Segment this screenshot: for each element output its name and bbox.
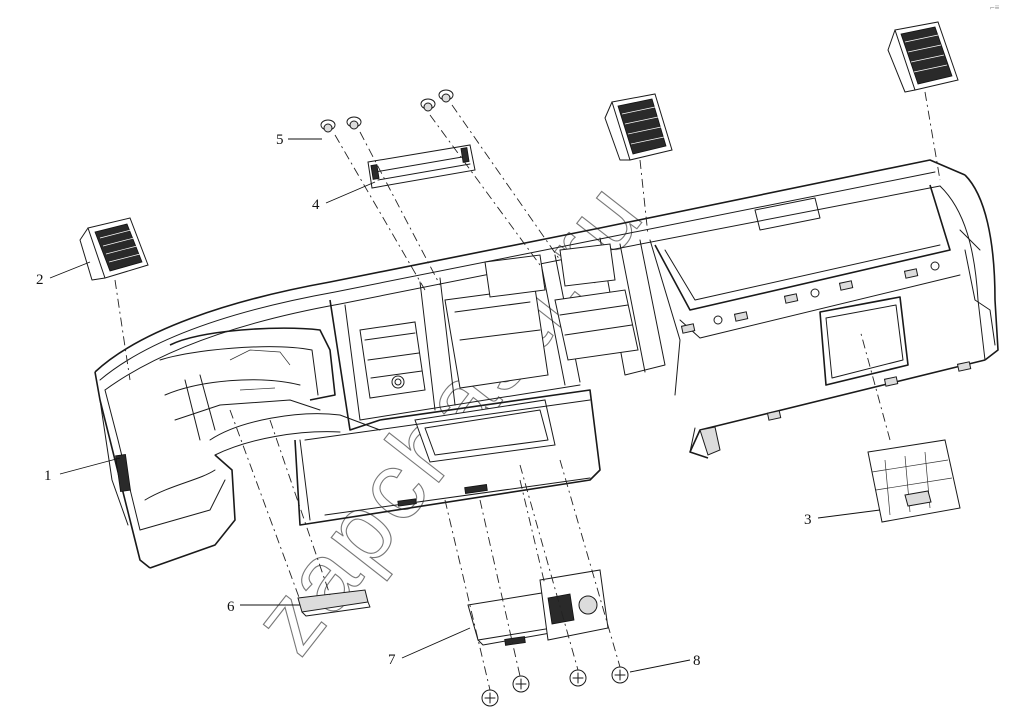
callout-1: 1 [44,468,52,484]
assembly-lines [114,91,941,691]
dashboard-panel [94,159,999,569]
callout-5: 5 [276,132,284,148]
callout-3: 3 [804,512,812,528]
glovebox-lid [867,439,961,523]
lower-console-box [467,569,609,646]
callout-4: 4 [312,197,320,213]
screws [481,666,629,707]
lower-trim-strip [297,589,371,617]
mounting-bracket [367,144,476,189]
callout-leaders [49,138,881,673]
callout-8: 8 [693,653,701,669]
corner-mark: ⌐≡ [990,3,1000,12]
clip-row [680,261,972,421]
air-vent-left [79,217,149,281]
push-clips [320,89,454,133]
air-vent-right [887,21,959,93]
callout-2: 2 [36,272,44,288]
callout-7: 7 [388,652,396,668]
air-vent-center [604,93,673,161]
callout-6: 6 [227,599,235,615]
